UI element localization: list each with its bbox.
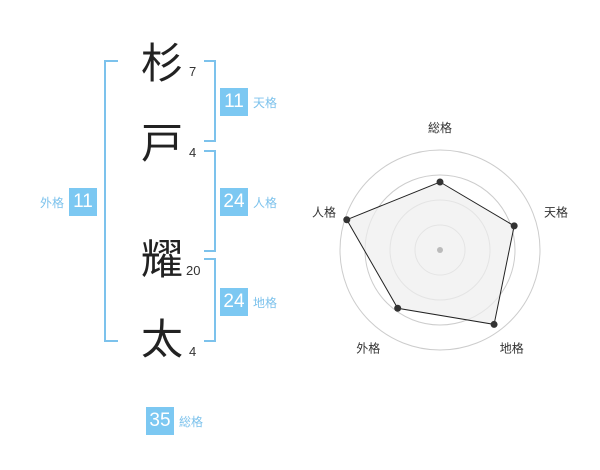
radar-point [436,178,444,186]
jinkaku-value: 24 [220,188,248,216]
tenkaku-badge: 11 天格 [220,88,277,116]
jinkaku-badge: 24 人格 [220,188,277,216]
radar-point [490,320,498,328]
chikaku-value: 24 [220,288,248,316]
chikaku-badge: 24 地格 [220,288,277,316]
tenkaku-value: 11 [220,88,248,116]
name-char-1: 杉 [140,39,183,88]
jinkaku-label: 人格 [253,195,278,210]
stroke-count-4: 4 [189,344,197,359]
name-char-2: 戸 [140,119,183,168]
radar-axis-label: 地格 [500,341,524,356]
stroke-count-3: 20 [186,263,201,278]
radar-data-polygon [346,181,515,326]
gaikaku-bracket [104,60,118,342]
stroke-count-2: 4 [189,145,197,160]
radar-center-dot [437,247,443,253]
name-char-3: 耀 [140,235,183,284]
gaikaku-badge: 外格 11 [40,188,98,216]
radar-ring [339,149,541,351]
radar-point [510,222,518,230]
soukaku-value: 35 [146,407,174,435]
name-char-4: 太 [140,315,183,364]
radar-axis-label: 総格 [428,120,452,135]
soukaku-label: 総格 [179,414,204,429]
radar-axis-label: 外格 [356,341,380,356]
radar-axis-label: 天格 [544,204,568,219]
soukaku-badge: 35 総格 [146,407,203,435]
chikaku-bracket [204,258,216,342]
radar-point [394,304,402,312]
jinkaku-bracket [204,150,216,252]
tenkaku-bracket [204,60,216,142]
chikaku-label: 地格 [253,295,278,310]
gaikaku-value: 11 [69,188,98,216]
radar-point [343,216,351,224]
tenkaku-label: 天格 [253,95,278,110]
stroke-count-1: 7 [189,64,197,79]
radar-axis-label: 人格 [312,204,336,219]
gaikaku-label: 外格 [40,195,65,210]
